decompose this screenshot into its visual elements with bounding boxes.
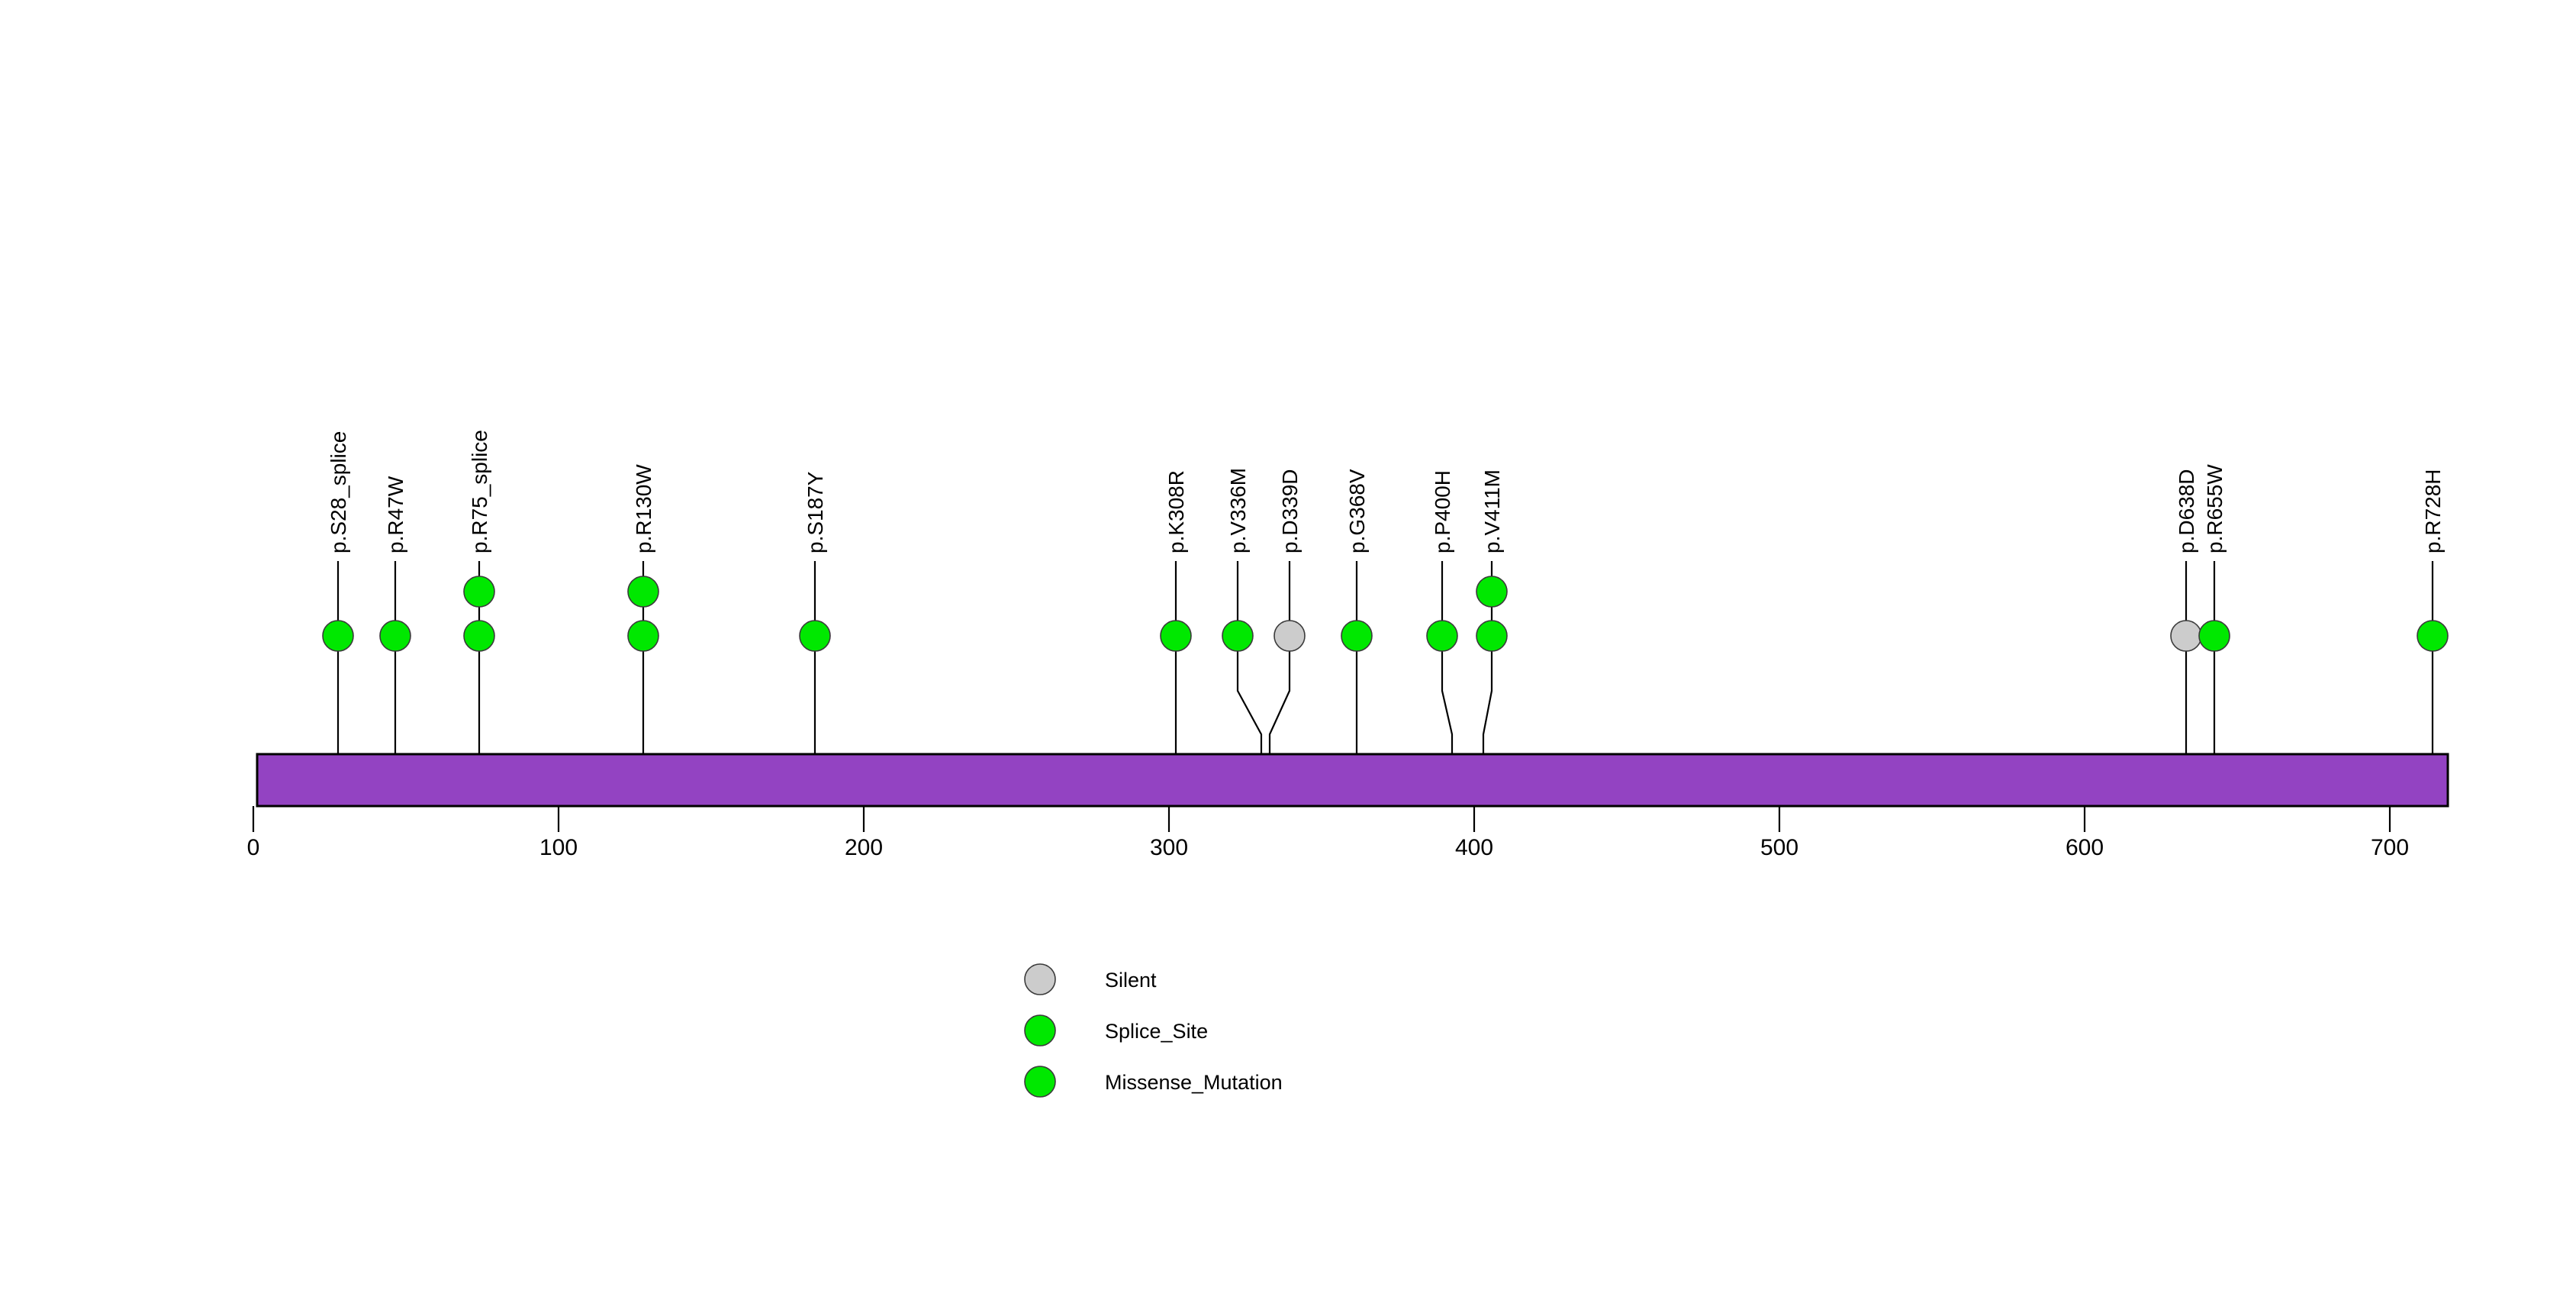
x-axis-tick-label: 200 (845, 835, 883, 860)
lollipop-marker[interactable] (1222, 620, 1254, 652)
lollipop-marker[interactable] (1426, 620, 1458, 652)
legend-label-silent: Silent (1105, 969, 1157, 992)
mutation-label: p.S28_splice (327, 431, 350, 553)
mutation-label: p.K308R (1164, 470, 1188, 553)
legend-swatch-splice_site[interactable] (1024, 1014, 1056, 1047)
x-axis-tick-label: 0 (247, 835, 260, 860)
x-axis-tick-label: 700 (2371, 835, 2409, 860)
lollipop-marker[interactable] (799, 620, 831, 652)
lollipop-marker[interactable] (1476, 620, 1508, 652)
lollipop-marker[interactable] (322, 620, 354, 652)
x-axis-tick-label: 300 (1150, 835, 1188, 860)
lollipop-marker[interactable] (627, 576, 659, 608)
lollipop-marker[interactable] (2170, 620, 2202, 652)
lollipop-marker[interactable] (463, 576, 495, 608)
protein-domain-bar (256, 753, 2449, 808)
mutation-label: p.R728H (2421, 469, 2445, 553)
mutation-label: p.P400H (1431, 470, 1454, 553)
mutation-label: p.D638D (2175, 469, 2198, 553)
mutation-label: p.V411M (1480, 469, 1504, 553)
lollipop-marker[interactable] (379, 620, 411, 652)
mutation-label: p.R655W (2203, 464, 2227, 553)
lollipop-marker[interactable] (2198, 620, 2230, 652)
mutation-labels-group: p.S28_splice p.R47W p.R75_splice p.R130W p.S… (327, 430, 2445, 553)
lollipop-marker[interactable] (1274, 620, 1306, 652)
x-axis-tick-label: 100 (539, 835, 578, 860)
mutation-label: p.R47W (384, 476, 407, 553)
lollipop-marker[interactable] (1160, 620, 1192, 652)
mutation-label: p.S187Y (803, 471, 827, 553)
legend-label-missense_mutation: Missense_Mutation (1105, 1071, 1283, 1094)
lollipop-markers-group (322, 576, 2449, 652)
lollipop-marker[interactable] (2417, 620, 2449, 652)
legend-swatch-missense_mutation[interactable] (1024, 1066, 1056, 1098)
legend-label-splice_site: Splice_Site (1105, 1020, 1208, 1043)
mutation-label: p.D339D (1278, 469, 1302, 553)
lollipop-marker[interactable] (463, 620, 495, 652)
mutation-label: p.R130W (632, 464, 655, 553)
legend-swatch-silent[interactable] (1024, 963, 1056, 995)
protein-domain-rect[interactable] (256, 753, 2449, 808)
x-axis-tick-label: 500 (1760, 835, 1798, 860)
lollipop-marker[interactable] (627, 620, 659, 652)
mutation-label: p.G368V (1345, 469, 1369, 553)
mutation-label: p.R75_splice (468, 430, 491, 553)
lollipop-marker[interactable] (1476, 576, 1508, 608)
x-axis-tick-label: 400 (1455, 835, 1493, 860)
mutation-label: p.V336M (1226, 468, 1250, 553)
x-axis-tick-label: 600 (2066, 835, 2104, 860)
x-axis-group: 0 100 200 300 400 500 600 700 (247, 806, 2409, 860)
lollipop-marker[interactable] (1341, 620, 1373, 652)
